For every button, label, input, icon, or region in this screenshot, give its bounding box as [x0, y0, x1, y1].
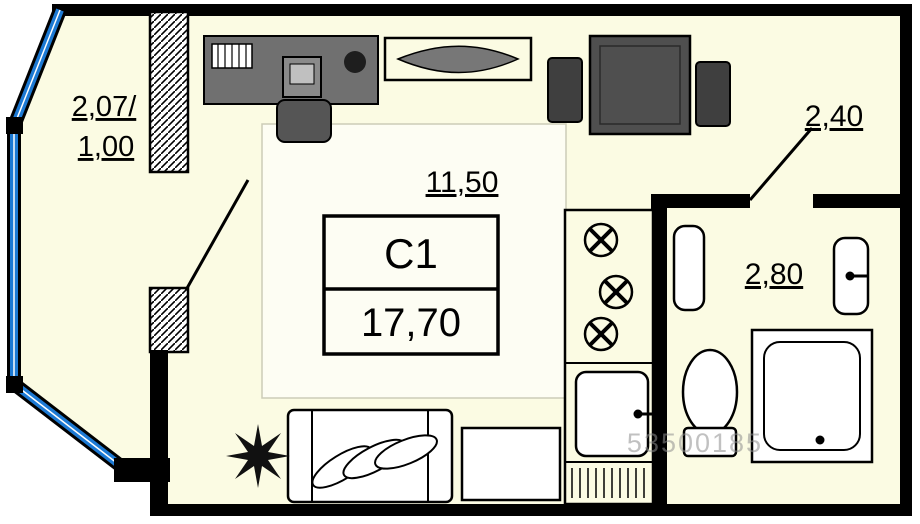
sofa-pillow [374, 434, 438, 470]
hallway-area-label: 2,40 [805, 100, 863, 133]
wall-left-solid [150, 350, 168, 506]
kitchen-counter [563, 208, 655, 506]
interior-wall-vertical [651, 194, 667, 506]
total-area-label: 17,70 [361, 301, 461, 345]
unit-label: C1 [384, 230, 438, 277]
area-box: C1 17,70 [322, 214, 500, 356]
toilet [681, 348, 739, 458]
interior-wall-right-stub [813, 194, 912, 208]
shower-tray [750, 328, 874, 464]
bathroom-area-label: 2,80 [745, 258, 803, 291]
wall-top [52, 4, 912, 16]
dining-table [588, 34, 692, 136]
stove-burner [598, 274, 634, 310]
washbasin [832, 236, 870, 316]
dining-chair-right [695, 61, 731, 127]
wardrobe [383, 36, 533, 82]
svg-text:2,07/: 2,07/ [72, 91, 137, 123]
stove-burner [583, 222, 619, 258]
water-heater [672, 224, 706, 312]
wall-bottom [150, 504, 912, 516]
wall-right [900, 4, 912, 516]
bathroom-door-swing [748, 127, 814, 201]
dining-chair-left [547, 57, 583, 123]
balcony-area-label: 2,07/ 1,00 [72, 91, 137, 163]
dining-set [547, 34, 731, 136]
shower-drain-icon [815, 435, 825, 445]
living-area-label: 11,50 [426, 166, 499, 199]
svg-text:1,00: 1,00 [78, 131, 134, 163]
kitchen-sink [574, 370, 653, 458]
drainer-icon [571, 468, 645, 498]
desk-chair [276, 99, 332, 143]
keyboard-icon [211, 43, 253, 69]
wardrobe-handle-icon [396, 45, 520, 74]
wall-hatched-top [148, 10, 190, 174]
plant-icon [226, 424, 290, 488]
coffee-table [460, 426, 562, 502]
watermark: 53500185 [627, 428, 763, 458]
balcony-door-swing [184, 179, 250, 291]
interior-wall-left-stub [651, 194, 750, 208]
balcony-window [6, 7, 170, 482]
stove-burner [583, 316, 619, 352]
sofa [286, 408, 454, 504]
monitor-icon [282, 56, 322, 98]
wall-hatched-mid [148, 286, 190, 354]
balcony-floor [14, 10, 160, 470]
desk-lamp-icon [344, 51, 366, 73]
desk [203, 35, 379, 105]
